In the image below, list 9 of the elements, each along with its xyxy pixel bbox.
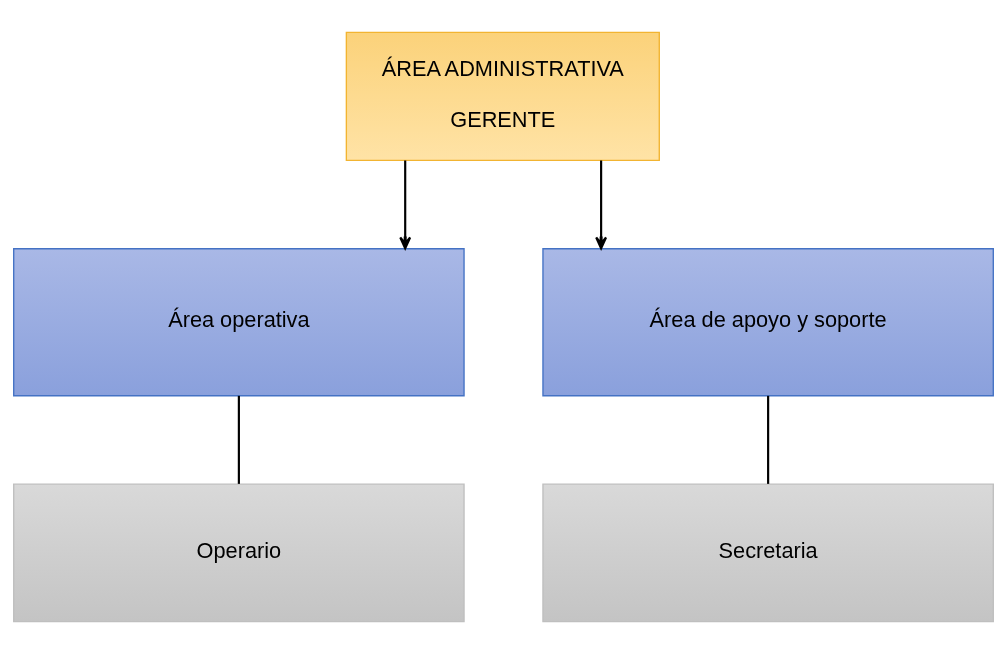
- node-box: Área de apoyo y soporte: [542, 247, 994, 396]
- node-box: Secretaria: [542, 482, 994, 622]
- connector: [767, 395, 770, 484]
- node-box: Área operativa: [13, 247, 465, 396]
- node-box: ÁREA ADMINISTRATIVA GERENTE: [345, 31, 660, 161]
- node-box: Operario: [13, 482, 465, 622]
- arrow: [399, 160, 412, 249]
- connector: [237, 395, 240, 484]
- arrow: [595, 160, 608, 249]
